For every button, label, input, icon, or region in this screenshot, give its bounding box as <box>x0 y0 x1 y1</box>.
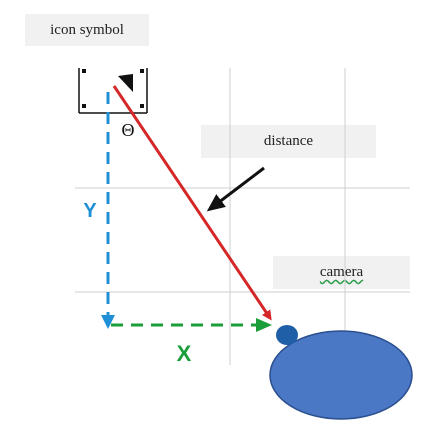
theta-symbol: Θ <box>122 120 135 140</box>
icon-symbol-label-text: icon symbol <box>50 21 124 38</box>
distance-arrow <box>112 85 272 321</box>
y-axis-label: Y <box>83 200 97 222</box>
grid-lines <box>75 68 410 365</box>
camera-body <box>269 330 413 420</box>
distance-pointer-arrow <box>206 166 265 212</box>
camera-label: camera <box>273 256 410 289</box>
icon-symbol-label: icon symbol <box>25 14 149 46</box>
x-axis-label: X <box>177 341 192 366</box>
camera-label-text: camera <box>319 264 364 280</box>
camera-lens <box>276 325 298 345</box>
distance-label-text: distance <box>263 133 314 149</box>
icon-symbol-frame <box>78 68 148 114</box>
camera-icon <box>269 325 413 420</box>
